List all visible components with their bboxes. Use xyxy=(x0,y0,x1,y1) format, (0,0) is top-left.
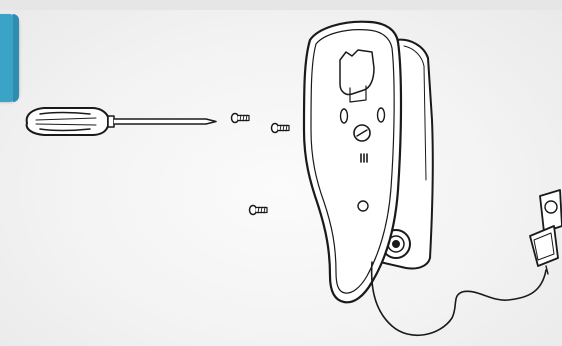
power-cable xyxy=(372,262,546,335)
screw-icon xyxy=(232,114,250,123)
screw-icon xyxy=(250,206,268,215)
screwdriver-icon xyxy=(27,108,216,135)
power-adapter-icon xyxy=(530,190,562,274)
screw-icon xyxy=(272,124,290,133)
